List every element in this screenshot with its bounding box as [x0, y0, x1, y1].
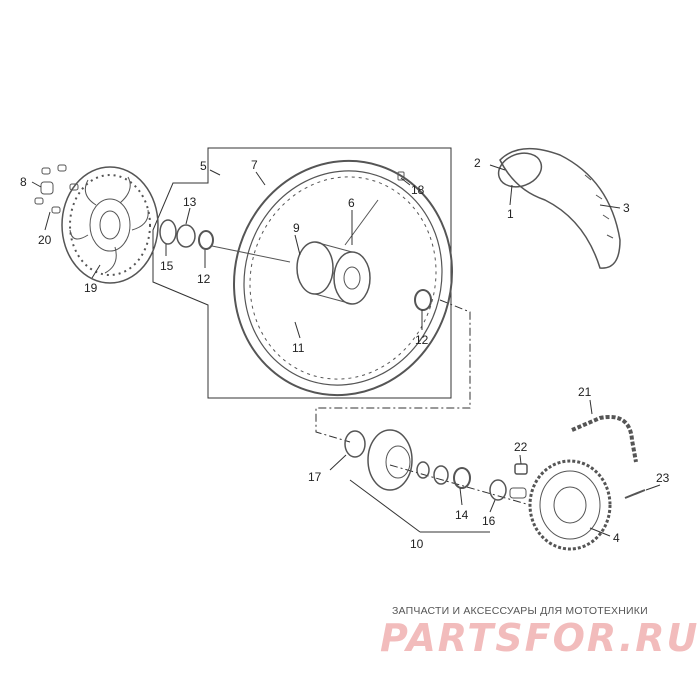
wheel-hub — [296, 199, 379, 305]
callout-5: 5 — [200, 159, 207, 173]
sprocket-fasteners — [514, 463, 646, 499]
callout-18: 18 — [411, 183, 425, 197]
callout-21: 21 — [578, 385, 592, 399]
callout-15: 15 — [160, 259, 174, 273]
leader-lines — [31, 164, 661, 537]
callout-16: 16 — [482, 514, 496, 528]
wheel-rim — [233, 159, 453, 397]
callout-3: 3 — [623, 201, 630, 215]
callout-6: 6 — [348, 196, 355, 210]
callout-14: 14 — [455, 508, 469, 522]
watermark-caption: ЗАПЧАСТИ И АКСЕССУАРЫ ДЛЯ МОТОТЕХНИКИ — [392, 605, 648, 617]
callout-13: 13 — [183, 195, 197, 209]
drive-chain — [571, 415, 638, 463]
callout-4: 4 — [613, 531, 620, 545]
axis-lines — [315, 299, 531, 506]
callout-19: 19 — [84, 281, 98, 295]
callout-7: 7 — [251, 158, 258, 172]
rear-sprocket — [528, 459, 612, 551]
callout-23: 23 — [656, 471, 670, 485]
left-spacers — [159, 219, 291, 263]
callout-20: 20 — [38, 233, 52, 247]
tyre-and-tube — [497, 147, 621, 269]
wheel-assembly-frame — [152, 147, 452, 399]
callout-labels: 1 2 3 4 5 6 7 8 9 10 11 12 12 13 14 15 1… — [20, 156, 670, 551]
brake-disc — [61, 166, 159, 284]
sprocket-hub — [344, 429, 413, 491]
callout-12a: 12 — [197, 272, 211, 286]
sprocket-spacers — [416, 461, 527, 501]
callout-11: 11 — [292, 341, 305, 355]
callout-12b: 12 — [415, 333, 429, 347]
callout-2: 2 — [474, 156, 481, 170]
callout-8: 8 — [20, 175, 27, 189]
tyre-valve — [397, 171, 405, 181]
watermark-brand-logo: PARTSFOR.RU — [380, 616, 700, 660]
callout-9: 9 — [293, 221, 300, 235]
callout-10: 10 — [410, 537, 424, 551]
disc-bolts — [34, 164, 79, 214]
callout-17: 17 — [308, 470, 322, 484]
callout-22: 22 — [514, 440, 528, 454]
callout-1: 1 — [507, 207, 514, 221]
right-bearing — [414, 289, 432, 311]
